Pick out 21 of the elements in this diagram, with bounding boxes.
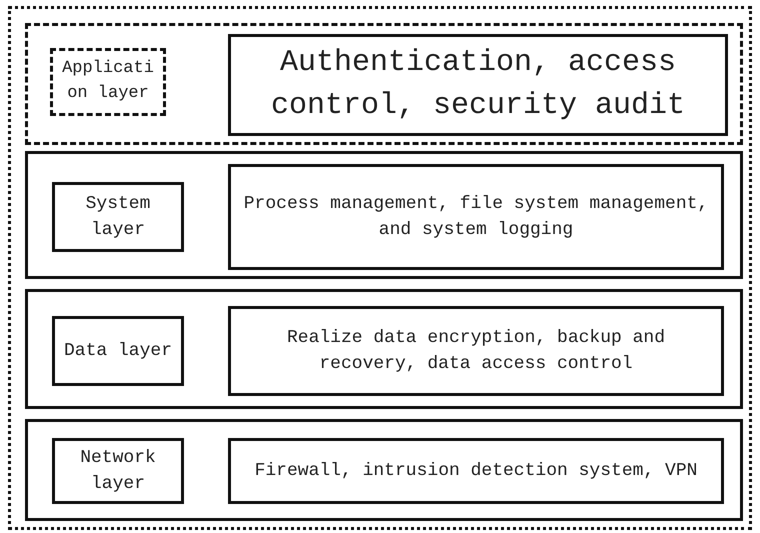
layer-label-box — [50, 48, 166, 116]
layer-name: Network layer — [79, 446, 157, 496]
layer-band — [25, 23, 743, 145]
layer-label-box — [52, 182, 184, 252]
layer-band — [25, 419, 743, 521]
layer-function-text: Firewall, intrusion detection system, VPN — [254, 460, 698, 483]
outer-dotted-frame — [8, 6, 752, 530]
layer-band — [25, 289, 743, 409]
layer-function-text: Authentication, access control, security audit — [270, 44, 686, 125]
function-box — [228, 164, 724, 270]
function-box — [228, 438, 724, 504]
layer-name: Application layer — [61, 58, 155, 105]
layer-label-box — [52, 316, 184, 386]
function-box — [228, 34, 728, 136]
layer-band — [25, 151, 743, 279]
layer-function-text: Realize data encryption, backup and recovery, data access control — [286, 326, 666, 376]
layer-name: System layer — [84, 192, 152, 242]
layer-function-text: Process management, file system management, and system logging — [242, 192, 710, 242]
function-box — [228, 306, 724, 396]
layer-label-box — [52, 438, 184, 504]
layer-name: Data layer — [62, 340, 174, 363]
